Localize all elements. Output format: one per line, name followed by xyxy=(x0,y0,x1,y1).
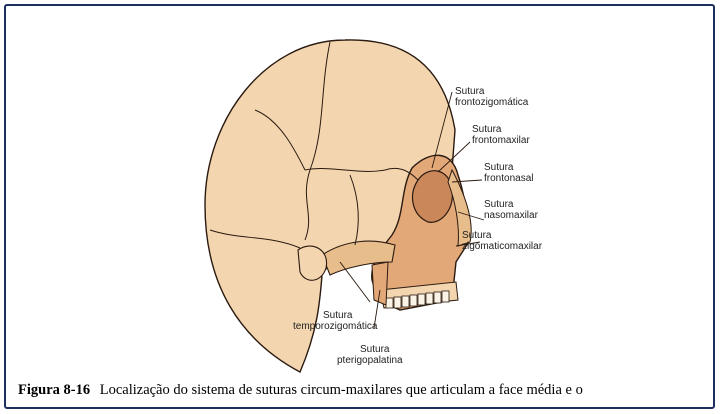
label-nasomaxilar: Sutura nasomaxilar xyxy=(484,199,539,221)
caption-text: Localização do sistema de suturas circum… xyxy=(100,382,583,398)
pterygoid xyxy=(372,262,388,305)
label-pterigopalatina: Sutura pterigopalatina xyxy=(337,344,403,366)
figure-number: Figura 8-16 xyxy=(18,382,90,398)
label-frontomaxilar: Sutura frontomaxilar xyxy=(472,124,530,146)
label-frontozigomatica: Sutura frontozigomática xyxy=(455,86,529,108)
label-frontonasal: Sutura frontonasal xyxy=(484,162,533,184)
figure-caption: Figura 8-16 Localização do sistema de su… xyxy=(18,382,708,404)
label-zigomaticomaxilar: Sutura zigomaticomaxilar xyxy=(462,230,543,252)
mastoid xyxy=(298,246,327,280)
